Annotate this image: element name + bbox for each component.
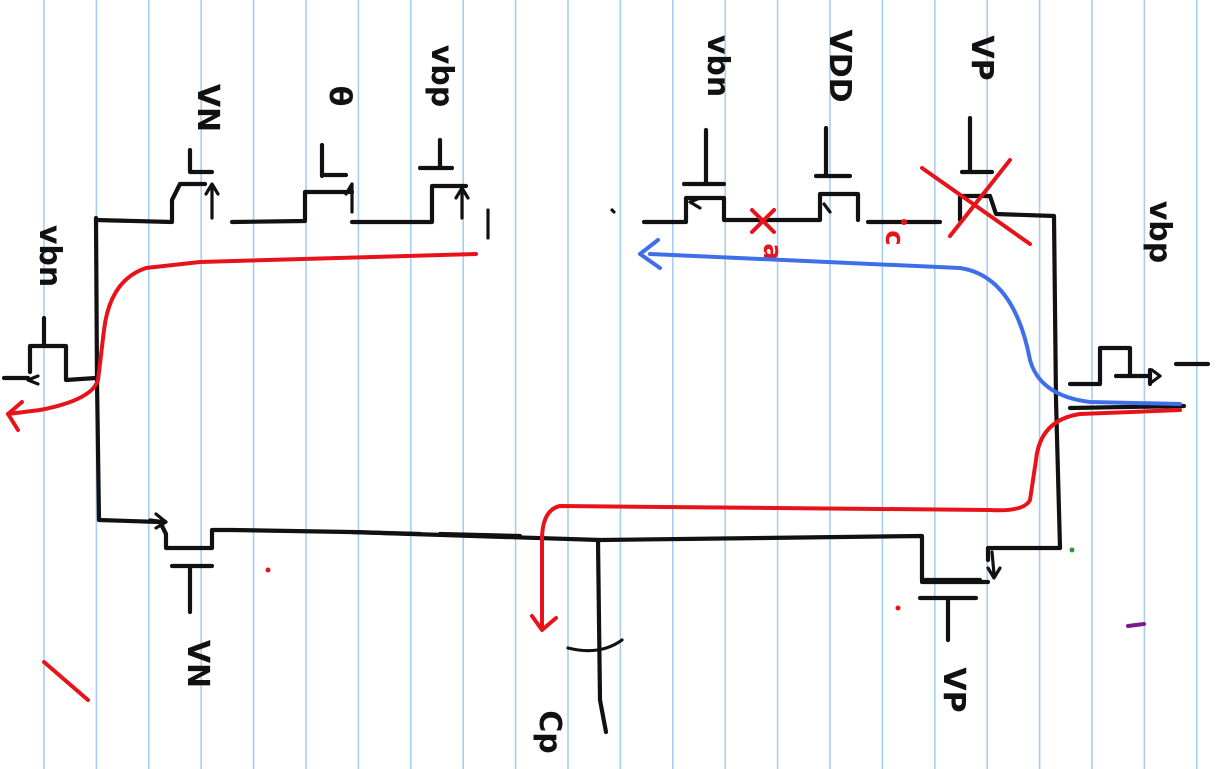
- bottom-left-arrow: [148, 512, 168, 530]
- top-right-wire: [641, 191, 1057, 225]
- top-left-gates: [187, 137, 455, 179]
- blue-arrow: [638, 238, 662, 270]
- bottom-wire: [96, 517, 983, 583]
- top-left-arrows: [204, 182, 490, 240]
- top-left-wire: [93, 181, 469, 225]
- blue-annotations: [638, 238, 1182, 406]
- label-top-right-2: VDD: [822, 29, 857, 102]
- red-stray-stroke: [42, 660, 90, 702]
- left-transistor-arrow: [26, 374, 40, 386]
- output-cap-wire: [595, 537, 609, 735]
- green-stray-dot: [1069, 547, 1075, 553]
- top-right-arrows: [610, 196, 832, 214]
- right-rail: [985, 213, 1063, 563]
- label-right-bias: vbp: [1142, 201, 1177, 264]
- label-top-left-3: vbp: [424, 45, 459, 108]
- red-stray-dot-1: [265, 567, 271, 573]
- label-bottom-left: VN: [180, 640, 215, 688]
- output-cap-curve: [566, 638, 624, 653]
- label-top-left-1: VN: [190, 84, 225, 132]
- label-bottom-mid: Cp: [532, 710, 567, 754]
- label-node-a: a: [757, 243, 787, 261]
- circuit-wiring: [1, 115, 1211, 735]
- red-arrow-bottom: [530, 614, 558, 632]
- red-dot-node-c: [901, 219, 907, 225]
- labels: VN θ vbp vbn VDD VP vbn vbp VN Cp VP: [32, 29, 1177, 753]
- red-annotations: a c: [6, 158, 1182, 702]
- red-stray-dot-2: [895, 605, 901, 611]
- bottom-right-arrow: [986, 550, 1002, 580]
- red-arrow-left: [6, 400, 24, 432]
- label-top-left-2: θ: [322, 86, 357, 107]
- ruled-lines: [43, 0, 1198, 769]
- bottom-left-gate: [169, 563, 215, 615]
- top-right-gates: [681, 115, 995, 187]
- label-node-c: c: [879, 230, 909, 245]
- right-transistor-arrow: [1150, 368, 1162, 384]
- red-cross-vp: [920, 158, 1032, 246]
- left-transistor: [1, 315, 99, 383]
- label-top-right-3: VP: [964, 35, 999, 80]
- bottom-right-gate: [917, 579, 991, 643]
- purple-stray-mark: [1126, 622, 1146, 628]
- red-current-path-left: [6, 252, 478, 416]
- red-x-node-a: [750, 208, 776, 234]
- label-left-bias: vbn: [32, 225, 67, 287]
- label-bottom-right: VP: [936, 667, 971, 712]
- bottom-wire-thick: [349, 529, 523, 539]
- blue-current-path: [648, 252, 1182, 406]
- right-transistor: [1067, 345, 1211, 411]
- red-current-path-bottom: [540, 408, 1182, 630]
- label-top-right-1: vbn: [700, 35, 735, 97]
